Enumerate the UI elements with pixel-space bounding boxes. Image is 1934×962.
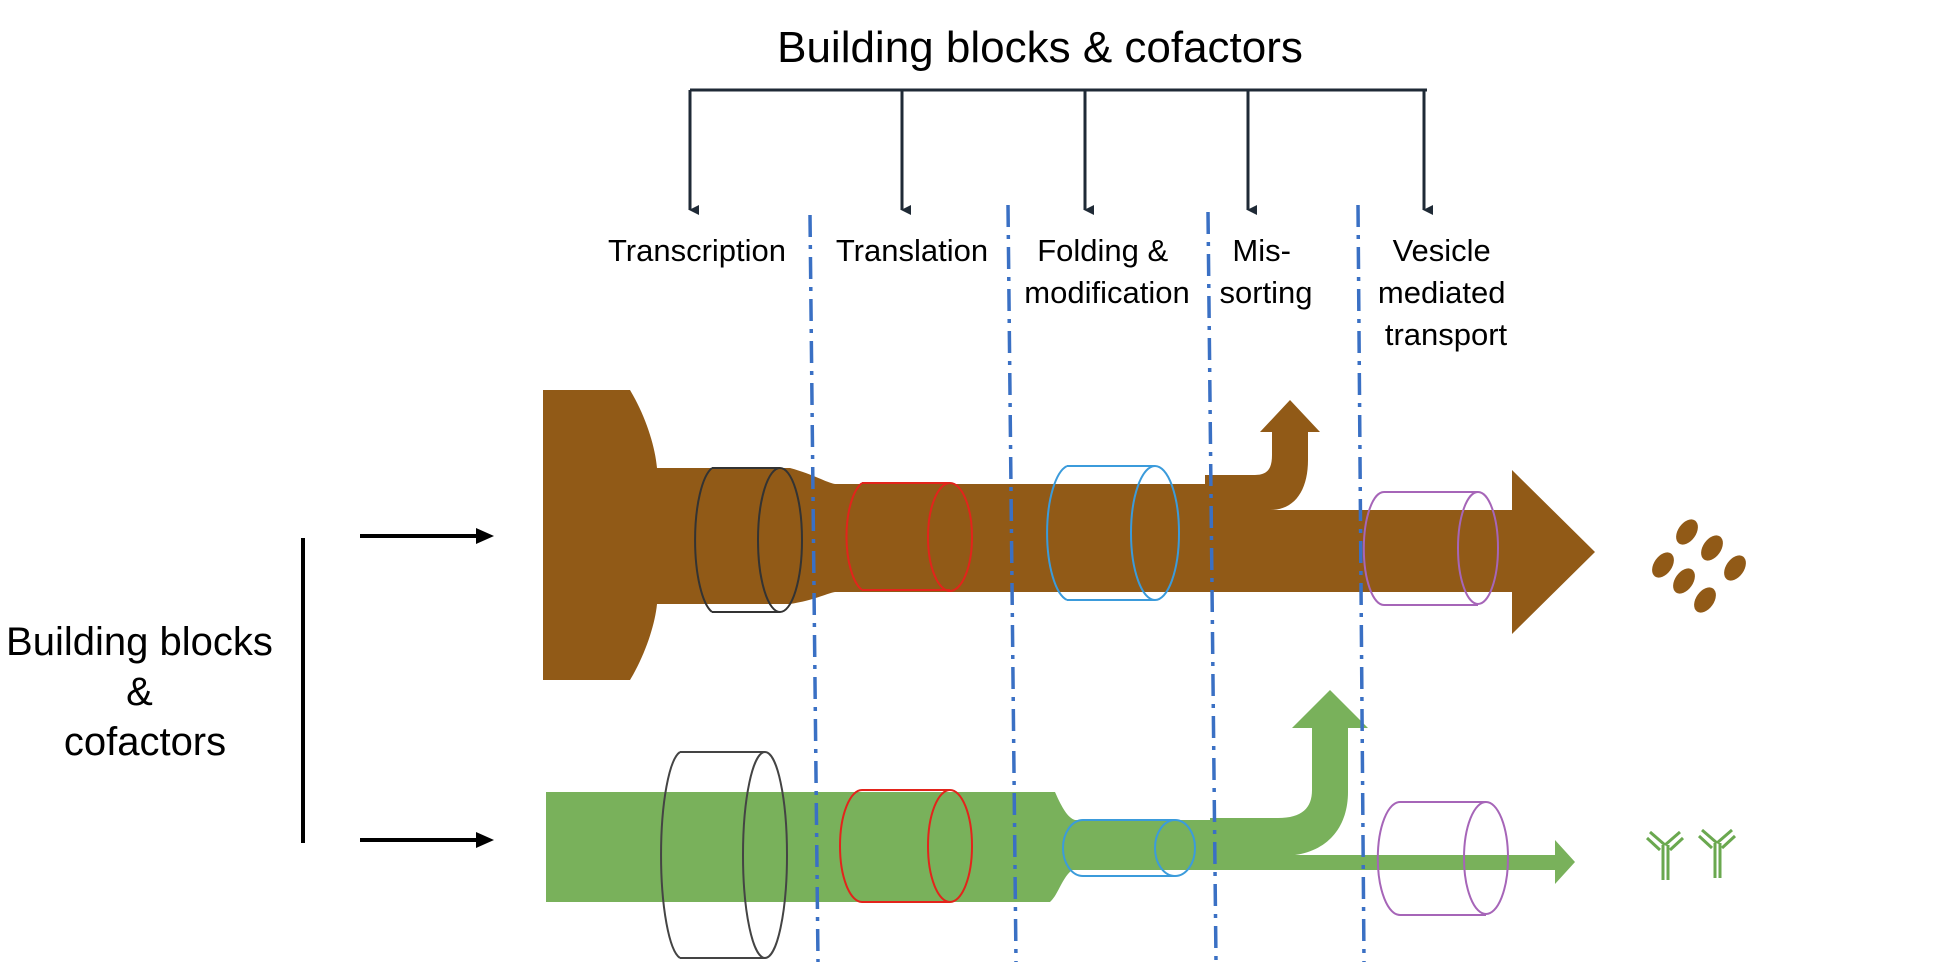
green-flux-body bbox=[546, 690, 1575, 902]
brown-flux-body bbox=[543, 390, 1595, 680]
input-arrow-brown bbox=[360, 528, 494, 544]
brown-flux bbox=[543, 390, 1595, 680]
brown-translation-cylinder bbox=[845, 482, 973, 592]
brown-folding-cylinder bbox=[1046, 465, 1180, 601]
divider-2 bbox=[1006, 204, 1018, 962]
green-translation-cylinder bbox=[839, 789, 973, 903]
divider-4 bbox=[1356, 204, 1366, 962]
stage-label-folding: Folding & modification bbox=[1024, 233, 1189, 310]
antibody-icon bbox=[1645, 828, 1737, 880]
green-folding-cylinder bbox=[1062, 819, 1196, 877]
stage-dividers bbox=[808, 204, 1366, 962]
input-arrow-green bbox=[360, 832, 494, 848]
top-bracket bbox=[688, 88, 1433, 215]
brown-vesicle-cylinder bbox=[1362, 491, 1499, 606]
top-label: Building blocks & cofactors bbox=[777, 23, 1303, 72]
stage-label-vesicle: Vesicle mediated transport bbox=[1378, 233, 1514, 352]
stage-label-transcription: Transcription bbox=[608, 233, 786, 268]
particle-cluster-icon bbox=[1652, 519, 1746, 613]
side-label: Building blocks & cofactors bbox=[6, 620, 284, 764]
green-vesicle-cylinder bbox=[1376, 801, 1509, 916]
brown-transcription-cylinder bbox=[694, 467, 803, 613]
green-transcription-cylinder bbox=[660, 751, 788, 959]
green-flux bbox=[546, 690, 1575, 959]
stage-label-missorting: Mis- sorting bbox=[1219, 233, 1312, 310]
stage-label-translation: Translation bbox=[836, 233, 988, 268]
stage-labels: Transcription Translation Folding & modi… bbox=[608, 233, 1514, 352]
